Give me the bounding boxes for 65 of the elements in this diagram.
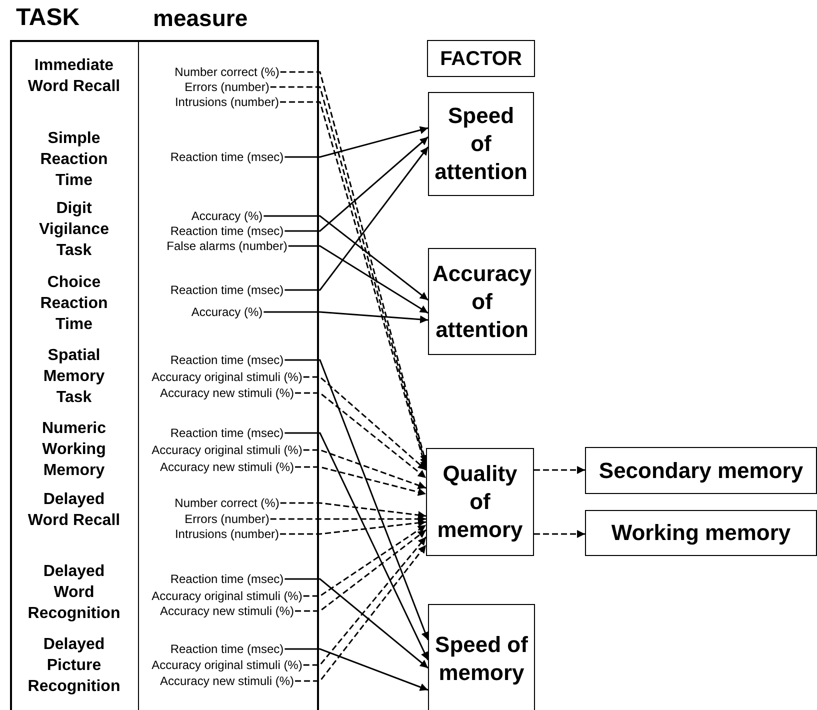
measure-text: Accuracy new stimuli (%) bbox=[160, 386, 294, 400]
arrow bbox=[303, 376, 426, 471]
column-header: TASK bbox=[16, 4, 80, 32]
task-name: Delayed Word Recognition bbox=[26, 562, 122, 624]
factor-box: Speed of attention bbox=[428, 92, 534, 196]
arrow bbox=[295, 392, 426, 479]
measure-text: Errors (number) bbox=[184, 80, 270, 94]
arrow bbox=[284, 578, 428, 669]
arrow bbox=[280, 502, 426, 519]
measure-text: False alarms (number) bbox=[166, 239, 288, 253]
arrow bbox=[534, 530, 585, 538]
measure-text: Accuracy new stimuli (%) bbox=[160, 674, 294, 688]
task-name: Spatial Memory Task bbox=[42, 346, 106, 408]
measure-text: Number correct (%) bbox=[174, 65, 280, 79]
measure-text: Accuracy (%) bbox=[191, 305, 263, 319]
header-box: FACTOR bbox=[427, 40, 535, 77]
task-name: Choice Reaction Time bbox=[39, 273, 109, 335]
measure-text: Accuracy original stimuli (%) bbox=[152, 589, 302, 603]
measure-text: Reaction time (msec) bbox=[170, 150, 284, 164]
arrow bbox=[295, 544, 427, 682]
arrow bbox=[284, 648, 428, 691]
arrow bbox=[284, 146, 429, 291]
factor-box: Secondary memory bbox=[585, 447, 817, 494]
measure-text: Reaction time (msec) bbox=[170, 642, 284, 656]
measure-text: Accuracy original stimuli (%) bbox=[152, 658, 302, 672]
arrow bbox=[284, 136, 428, 232]
measure-text: Errors (number) bbox=[184, 512, 270, 526]
arrow bbox=[303, 524, 426, 597]
arrow bbox=[295, 529, 426, 612]
measure-text: Reaction time (msec) bbox=[170, 572, 284, 586]
measure-text: Intrusions (number) bbox=[174, 95, 280, 109]
arrow bbox=[303, 536, 427, 666]
measure-text: Number correct (%) bbox=[174, 496, 280, 510]
measure-text: Intrusions (number) bbox=[174, 527, 280, 541]
arrow bbox=[264, 215, 428, 301]
measure-text: Accuracy original stimuli (%) bbox=[152, 443, 302, 457]
arrow bbox=[270, 515, 426, 523]
task-name: Numeric Working Memory bbox=[40, 419, 108, 481]
factor-box: Working memory bbox=[585, 510, 817, 556]
task-name: Simple Reaction Time bbox=[39, 129, 109, 191]
measure-text: Accuracy (%) bbox=[191, 209, 263, 223]
column-header: measure bbox=[153, 5, 248, 32]
arrow bbox=[534, 466, 585, 474]
arrow bbox=[264, 311, 428, 324]
arrow bbox=[295, 466, 426, 496]
task-name: Delayed Word Recall bbox=[26, 490, 122, 531]
factor-box: Speed of memory bbox=[428, 604, 535, 710]
measure-text: Reaction time (msec) bbox=[170, 224, 284, 238]
arrow bbox=[284, 126, 428, 158]
arrow bbox=[288, 245, 428, 314]
measure-text: Reaction time (msec) bbox=[170, 283, 284, 297]
measure-text: Accuracy original stimuli (%) bbox=[152, 370, 302, 384]
arrow bbox=[303, 449, 426, 490]
task-name: Immediate Word Recall bbox=[26, 56, 122, 97]
task-name: Delayed Picture Recognition bbox=[26, 635, 122, 697]
factor-box: Quality of memory bbox=[426, 448, 534, 556]
arrow bbox=[284, 432, 429, 660]
measure-text: Accuracy new stimuli (%) bbox=[160, 460, 294, 474]
measure-text: Reaction time (msec) bbox=[170, 353, 284, 367]
measure-text: Reaction time (msec) bbox=[170, 426, 284, 440]
measure-text: Accuracy new stimuli (%) bbox=[160, 604, 294, 618]
arrow bbox=[284, 359, 429, 640]
factor-box: Accuracy of attention bbox=[428, 248, 536, 355]
task-name: Digit Vigilance Task bbox=[38, 199, 110, 261]
arrow bbox=[280, 518, 426, 535]
